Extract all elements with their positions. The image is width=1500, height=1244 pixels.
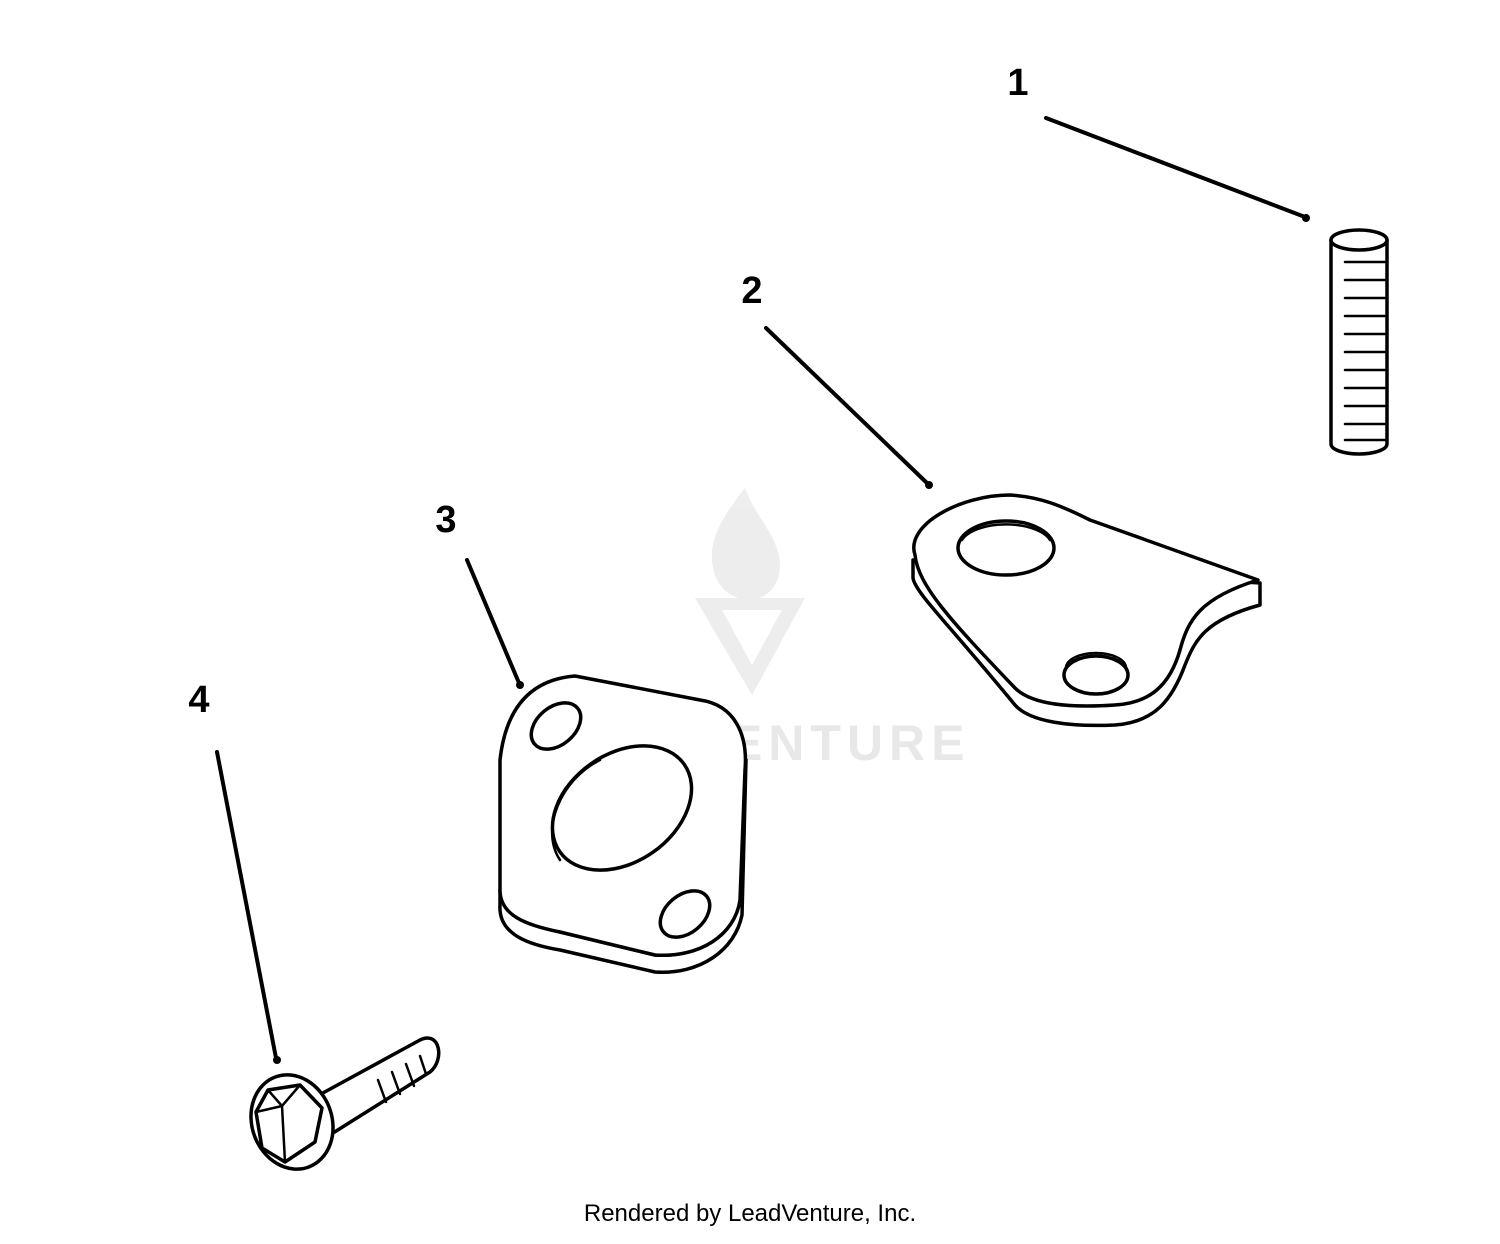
callout-1-number[interactable]: 1 (1007, 62, 1028, 104)
callout-4-number[interactable]: 4 (188, 679, 209, 721)
callout-4-leader (215, 750, 278, 1060)
part-2-bracket[interactable] (911, 493, 1262, 728)
callout-1-leader (1044, 116, 1307, 219)
callout-3-dot (516, 681, 524, 689)
callout-4-dot (273, 1056, 281, 1064)
callout-3-leader (465, 558, 521, 685)
credit-text: Rendered by LeadVenture, Inc. (583, 1200, 917, 1227)
callout-3-number[interactable]: 3 (435, 499, 456, 541)
callout-2-dot (925, 481, 933, 489)
part-4-bolt[interactable] (238, 1036, 441, 1181)
callout-1-dot (1302, 214, 1310, 222)
part-1-stud[interactable] (1329, 228, 1389, 456)
callout-2-number[interactable]: 2 (741, 270, 762, 312)
callout-2-leader (764, 326, 930, 486)
watermark-logo (695, 488, 805, 695)
part-3-gasket[interactable] (498, 674, 748, 974)
